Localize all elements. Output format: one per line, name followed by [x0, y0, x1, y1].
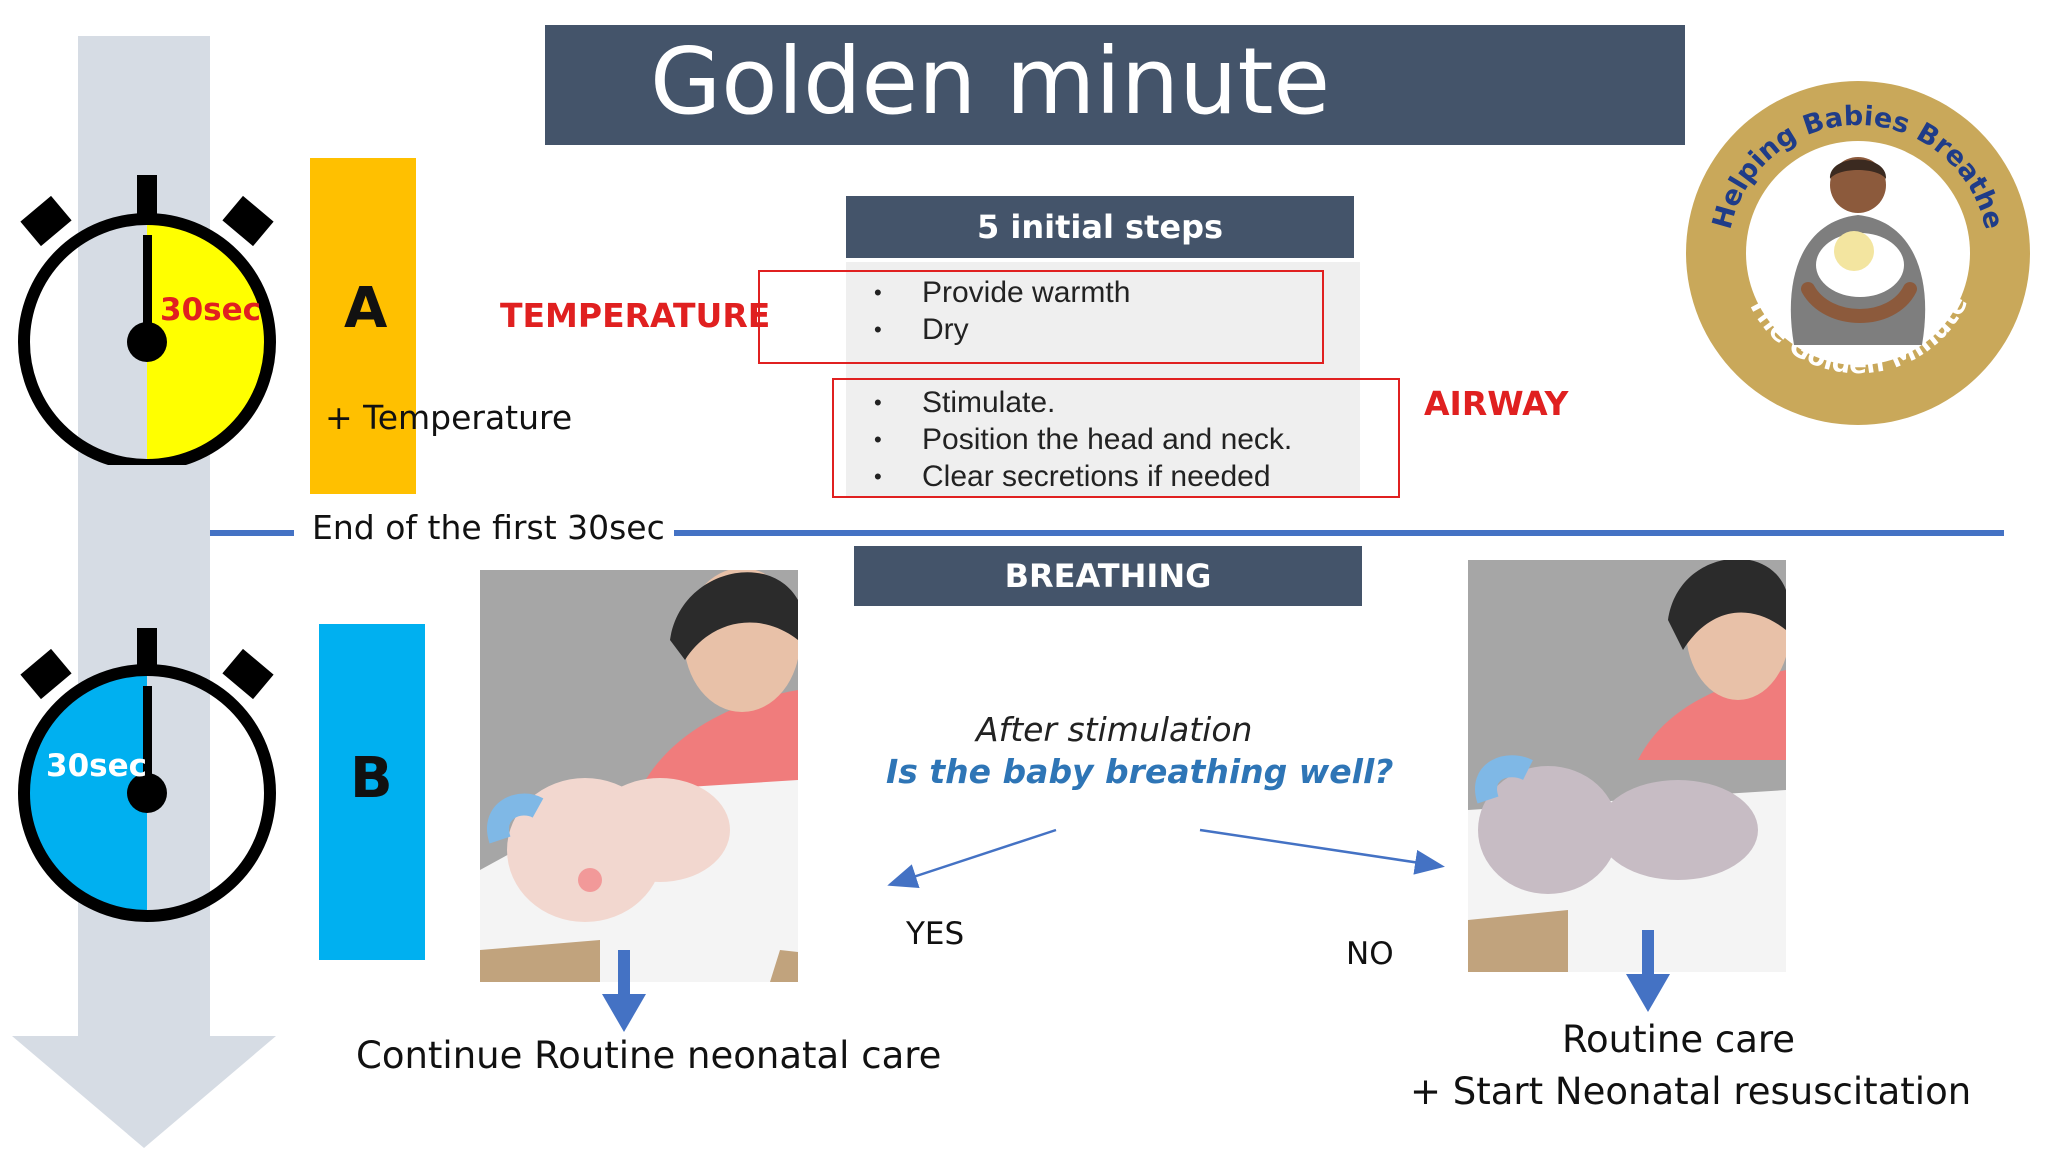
title-bar: [545, 25, 1685, 145]
timeline-arrow: [12, 36, 276, 1148]
stopwatch-a-icon: [18, 175, 276, 465]
baby-crying-illustration: [480, 570, 798, 982]
list-item: •Position the head and neck.: [874, 422, 1293, 456]
divider-line-right: [674, 530, 2004, 536]
stopwatch-b-icon: [18, 628, 276, 922]
yes-down-arrow-icon: [602, 950, 646, 1032]
yes-label: YES: [906, 916, 965, 952]
no-outcome-line-2: + Start Neonatal resuscitation: [1410, 1070, 1972, 1113]
step-a-letter: A: [344, 276, 388, 341]
baby-not-breathing-illustration: [1468, 560, 1786, 972]
airway-label: AIRWAY: [1424, 384, 1569, 423]
decision-arrows: [887, 828, 1445, 889]
step-b-letter: B: [350, 746, 393, 811]
initial-steps-panel: [846, 262, 1360, 498]
yes-outcome: Continue Routine neonatal care: [356, 1034, 942, 1077]
step-b-box: [319, 624, 425, 960]
no-arrow: [1199, 828, 1445, 875]
initial-steps-header: 5 initial steps: [846, 196, 1354, 258]
temperature-steps-box: [758, 270, 1324, 364]
question-line-1: After stimulation: [976, 710, 1253, 749]
temperature-steps-list: •Provide warmth •Dry: [854, 274, 1130, 348]
mother-baby-icon: [1790, 157, 1926, 345]
page-title: Golden minute: [650, 28, 1331, 135]
list-item: •Dry: [874, 312, 969, 346]
yes-arrow: [887, 828, 1057, 889]
step-a-note: + Temperature: [325, 398, 573, 437]
airway-steps-box: [832, 378, 1400, 498]
divider-text: End of the first 30sec: [312, 508, 665, 547]
stopwatch-a-label: 30sec: [160, 292, 261, 328]
airway-steps-list: •Stimulate. •Position the head and neck.…: [854, 384, 1292, 495]
temperature-label: TEMPERATURE: [500, 296, 771, 335]
breathing-header: BREATHING: [854, 546, 1362, 606]
helping-babies-breathe-logo: Helping Babies Breathe The Golden Minute: [1686, 81, 2030, 425]
no-down-arrow-icon: [1626, 930, 1670, 1012]
step-a-box: [310, 158, 416, 494]
question-line-2: Is the baby breathing well?: [886, 752, 1394, 791]
divider-line-left: [210, 530, 294, 536]
no-label: NO: [1346, 936, 1394, 972]
list-item: •Provide warmth: [874, 275, 1131, 309]
list-item: •Stimulate.: [874, 385, 1056, 419]
no-outcome-line-1: Routine care: [1562, 1018, 1796, 1061]
stopwatch-b-label: 30sec: [46, 748, 147, 784]
list-item: •Clear secretions if needed: [874, 459, 1271, 493]
